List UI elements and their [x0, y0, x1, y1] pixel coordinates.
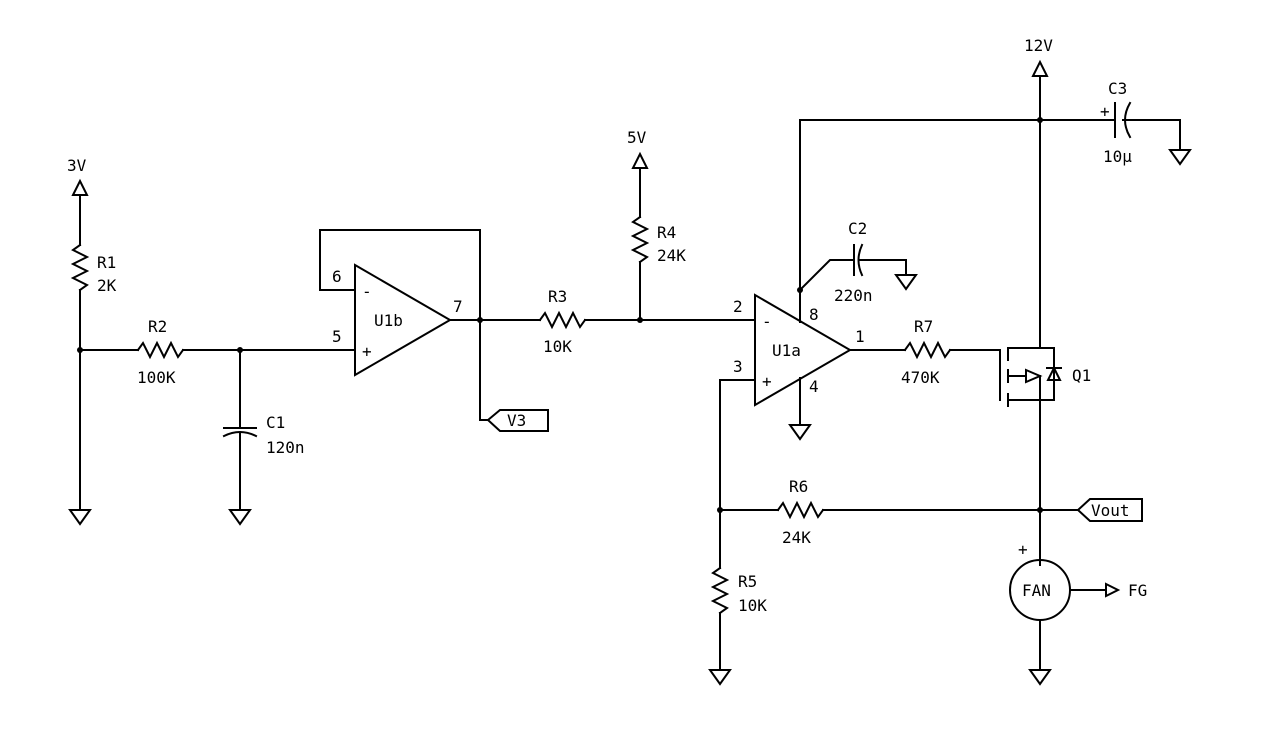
supply-3v: 3V — [67, 156, 89, 196]
r4-ref: R4 — [657, 223, 676, 242]
resistor-r2: R2 100K — [136, 317, 185, 387]
c2-ref: C2 — [848, 219, 867, 238]
port-vout: Vout — [1076, 498, 1143, 522]
r1-ref: R1 — [97, 253, 116, 272]
u1b-pin6: 6 — [332, 267, 342, 286]
supply-5v: 5V — [627, 128, 649, 169]
u1b-pin5: 5 — [332, 327, 342, 346]
u1a-pin2: 2 — [733, 297, 743, 316]
ground-symbol — [708, 669, 732, 686]
u1a-pin3: 3 — [733, 357, 743, 376]
u1a-ref: U1a — [772, 341, 801, 360]
r3-value: 10K — [543, 337, 572, 356]
resistor-r3: R3 10K — [538, 287, 587, 356]
r6-ref: R6 — [789, 477, 808, 496]
supply-12v: 12V — [1024, 36, 1053, 77]
r2-ref: R2 — [148, 317, 167, 336]
supply-3v-label: 3V — [67, 156, 87, 175]
u1b-minus-sign: - — [362, 282, 372, 301]
svg-text:+: + — [1100, 102, 1110, 121]
resistor-r6: R6 24K — [776, 477, 825, 547]
c2-value: 220n — [834, 286, 873, 305]
q1-ref: Q1 — [1072, 366, 1091, 385]
fan-plus-sign: + — [1018, 540, 1028, 559]
c3-value: 10µ — [1103, 147, 1132, 166]
ground-symbol — [1028, 669, 1052, 686]
ground-symbol — [894, 274, 918, 291]
port-fg-label: FG — [1128, 581, 1147, 600]
resistor-r5: R5 10K — [710, 566, 767, 615]
r1-value: 2K — [97, 276, 117, 295]
port-v3: V3 — [486, 409, 549, 432]
opamp-u1a: - + U1a 2 3 8 4 1 — [733, 293, 865, 407]
capacitor-c1: C1 120n — [222, 413, 305, 457]
supply-12v-label: 12V — [1024, 36, 1053, 55]
capacitor-c3: C3 + 10µ — [1100, 79, 1132, 166]
r7-ref: R7 — [914, 317, 933, 336]
u1a-pin8: 8 — [809, 305, 819, 324]
r7-value: 470K — [901, 368, 940, 387]
u1a-plus-sign: + — [762, 372, 772, 391]
mosfet-q1: Q1 — [1007, 347, 1091, 407]
c3-ref: C3 — [1108, 79, 1127, 98]
port-vout-label: Vout — [1091, 501, 1130, 520]
u1a-minus-sign: - — [762, 312, 772, 331]
r5-value: 10K — [738, 596, 767, 615]
c1-value: 120n — [266, 438, 305, 457]
u1b-pin7: 7 — [453, 297, 463, 316]
ground-symbol — [228, 509, 252, 526]
port-fg: FG — [1105, 581, 1147, 600]
r5-ref: R5 — [738, 572, 757, 591]
r4-value: 24K — [657, 246, 686, 265]
u1a-pin4: 4 — [809, 377, 819, 396]
u1b-ref: U1b — [374, 311, 403, 330]
r3-ref: R3 — [548, 287, 567, 306]
resistor-r1: R1 2K — [70, 243, 117, 295]
capacitor-c2: C2 220n — [834, 219, 873, 305]
supply-5v-label: 5V — [627, 128, 647, 147]
ground-symbol — [788, 424, 812, 441]
opamp-u1b: - + U1b 6 5 7 — [332, 263, 463, 377]
u1b-plus-sign: + — [362, 342, 372, 361]
resistor-r7: R7 470K — [901, 317, 952, 387]
ground-symbol — [1168, 149, 1192, 166]
fan-label: FAN — [1022, 581, 1051, 600]
resistor-r4: R4 24K — [630, 215, 686, 265]
r6-value: 24K — [782, 528, 811, 547]
ground-symbol — [68, 509, 92, 526]
port-v3-label: V3 — [507, 411, 526, 430]
r2-value: 100K — [137, 368, 176, 387]
u1a-pin1: 1 — [855, 327, 865, 346]
c1-ref: C1 — [266, 413, 285, 432]
